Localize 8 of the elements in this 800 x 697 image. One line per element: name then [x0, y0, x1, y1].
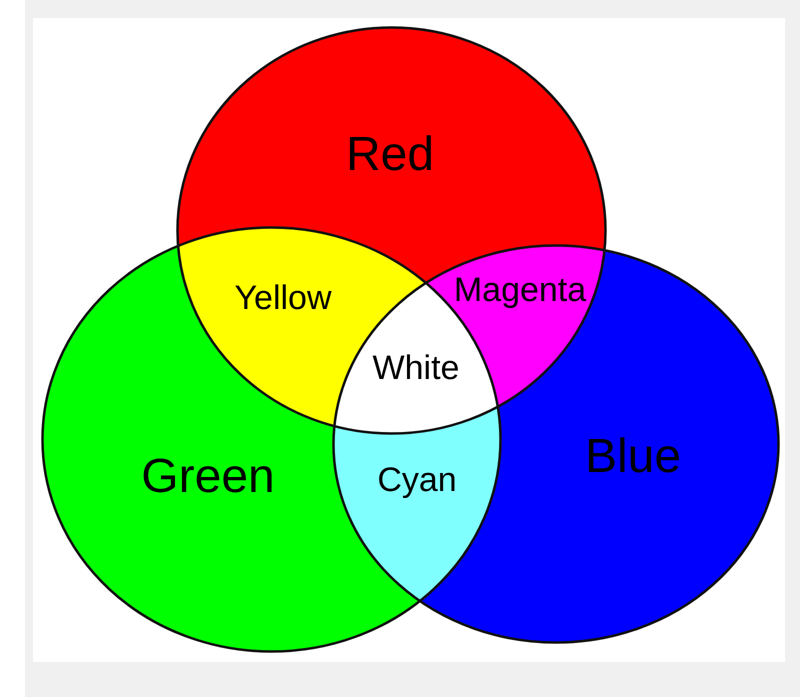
- overlap-label: Yellow: [234, 281, 332, 315]
- overlap-label: Cyan: [377, 463, 457, 497]
- venn-circle: [332, 244, 780, 644]
- overlap-label: White: [372, 351, 460, 385]
- set-label: Blue: [584, 433, 682, 481]
- set-label: Red: [346, 131, 434, 179]
- overlap-label: Magenta: [454, 273, 586, 307]
- set-label: Green: [141, 453, 275, 501]
